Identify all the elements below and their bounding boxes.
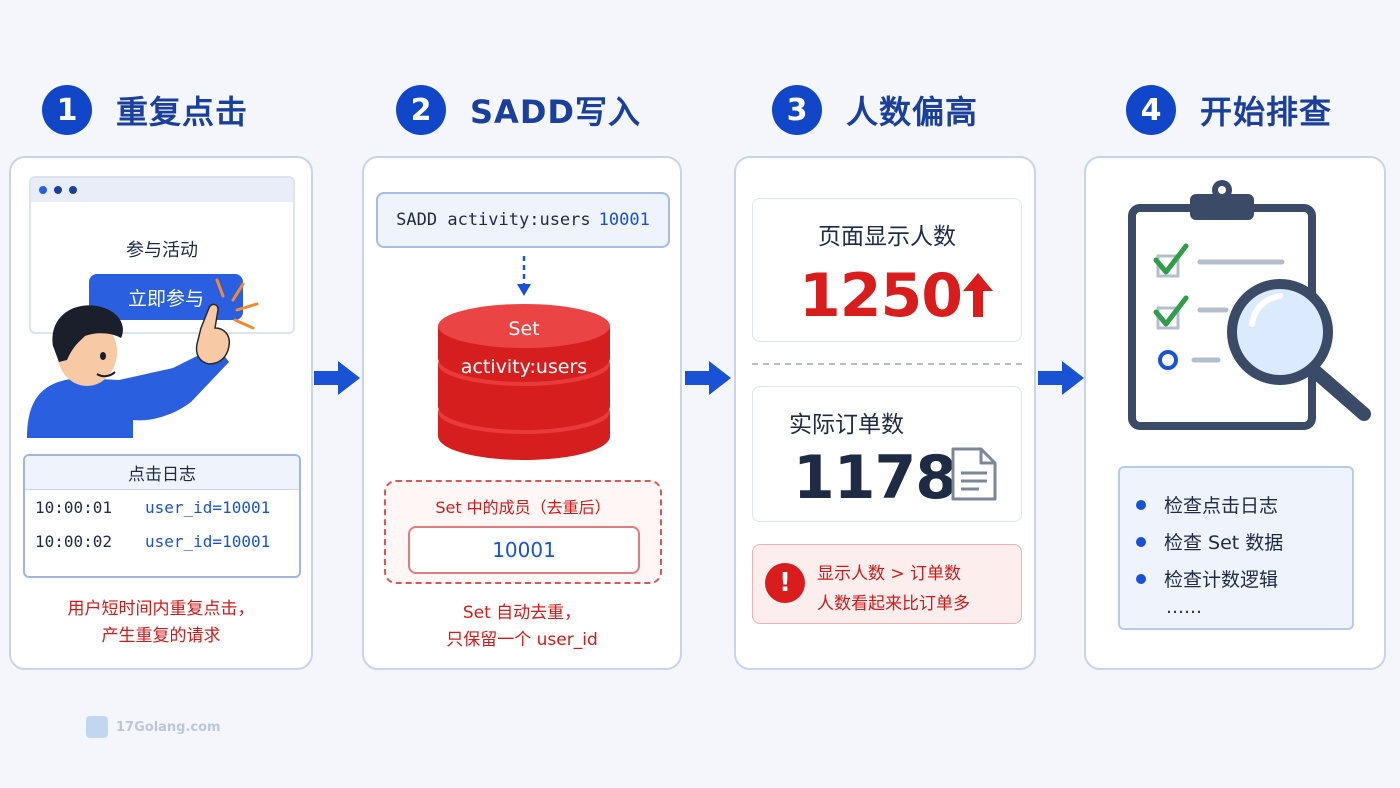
- set-member-value: 10001: [408, 526, 640, 574]
- set-members-panel: Set 中的成员（去重后） 10001: [384, 480, 662, 584]
- window-dot-icon: [54, 186, 62, 194]
- redis-set-database-icon: [438, 304, 610, 460]
- flow-arrow-icon: [685, 361, 731, 395]
- log-time: 10:00:02: [35, 531, 113, 551]
- checklist-item: 检查点击日志: [1136, 486, 1352, 523]
- window-dot-icon: [69, 186, 77, 194]
- step-number-badge: 3: [772, 85, 822, 135]
- command-text: SADD activity:users: [396, 210, 591, 230]
- checklist-item: 检查计数逻辑: [1136, 560, 1352, 597]
- note-line: 只保留一个 user_id: [446, 630, 598, 650]
- step-4-header: 4 开始排查: [1126, 82, 1332, 138]
- set-members-title: Set 中的成员（去重后）: [435, 498, 611, 517]
- browser-toolbar: [31, 178, 293, 202]
- step-title: 开始排查: [1200, 93, 1333, 131]
- click-log-title: 点击日志: [25, 456, 299, 490]
- click-log-panel: 点击日志 10:00:01 user_id=10001 10:00:02 use…: [23, 454, 301, 578]
- card-investigate: 检查点击日志 检查 Set 数据 检查计数逻辑 ……: [1084, 156, 1386, 670]
- checklist-item-label: 检查计数逻辑: [1164, 569, 1279, 591]
- dashed-arrow-down-icon: [517, 256, 531, 296]
- order-count-value: 1178: [793, 443, 957, 513]
- card2-note: Set 自动去重， 只保留一个 user_id: [364, 600, 680, 654]
- card-repeat-click: 参与活动 立即参与 点击日志 10:00:01 user_id=10001 10…: [9, 156, 313, 670]
- log-time: 10:00:01: [35, 497, 113, 517]
- card-count-too-high: 页面显示人数 1250 实际订单数 1178 ! 显示人数 > 订单数 人数看起…: [734, 156, 1036, 670]
- command-user-id: 10001: [598, 210, 650, 230]
- step-2-header: 2 SADD写入: [396, 82, 641, 138]
- bullet-icon: [1136, 573, 1146, 584]
- step-number-badge: 1: [42, 85, 92, 135]
- step-title: SADD写入: [470, 93, 641, 131]
- step-1-header: 1 重复点击: [42, 82, 248, 138]
- order-count-label: 实际订单数: [789, 412, 904, 438]
- order-count-panel: 实际订单数 1178: [752, 386, 1022, 522]
- site-logo-icon: [86, 716, 108, 738]
- step-title: 重复点击: [116, 93, 249, 131]
- set-type-label: Set: [508, 318, 540, 340]
- watermark-text: 17Golang.com: [116, 719, 221, 735]
- log-user-id: user_id=10001: [145, 497, 271, 517]
- arrow-up-icon: [963, 273, 993, 317]
- log-user-id: user_id=10001: [145, 531, 271, 551]
- investigation-checklist: 检查点击日志 检查 Set 数据 检查计数逻辑 ……: [1118, 466, 1354, 630]
- checklist-item: 检查 Set 数据: [1136, 523, 1352, 560]
- checklist-item-label: 检查点击日志: [1164, 495, 1279, 517]
- display-count-value: 1250: [799, 261, 963, 331]
- document-icon: [951, 447, 997, 501]
- checklist-more: ……: [1166, 597, 1202, 618]
- step-number-badge: 2: [396, 85, 446, 135]
- display-count-panel: 页面显示人数 1250: [752, 198, 1022, 342]
- step-number-badge: 4: [1126, 85, 1176, 135]
- log-row: 10:00:01 user_id=10001: [25, 490, 299, 524]
- sadd-command: SADD activity:users 10001: [376, 192, 670, 248]
- checklist-item-label: 检查 Set 数据: [1164, 532, 1284, 554]
- flow-arrow-icon: [1038, 361, 1084, 395]
- activity-title: 参与活动: [126, 240, 198, 261]
- flow-arrow-icon: [314, 361, 360, 395]
- note-line: 产生重复的请求: [101, 626, 221, 646]
- warning-line: 显示人数 > 订单数: [817, 564, 962, 584]
- clipboard-magnifier-icon: [1128, 180, 1371, 430]
- warning-line: 人数看起来比订单多: [817, 594, 970, 614]
- set-key-label: activity:users: [460, 356, 588, 378]
- card-sadd-write: SADD activity:users 10001 Set activity:u…: [362, 156, 682, 670]
- bullet-icon: [1136, 499, 1146, 510]
- user-clicking-icon: [27, 303, 231, 438]
- bullet-icon: [1136, 536, 1146, 547]
- dashed-divider: [752, 363, 1022, 365]
- note-line: Set 自动去重，: [462, 603, 582, 623]
- log-row: 10:00:02 user_id=10001: [25, 524, 299, 558]
- step-title: 人数偏高: [846, 93, 979, 131]
- warning-icon: !: [765, 563, 805, 603]
- watermark: 17Golang.com: [86, 716, 221, 738]
- window-dot-icon: [39, 186, 47, 194]
- card1-note: 用户短时间内重复点击， 产生重复的请求: [11, 596, 311, 650]
- click-sparks-icon: [215, 278, 259, 330]
- step-3-header: 3 人数偏高: [772, 82, 978, 138]
- browser-window: 参与活动 立即参与: [29, 176, 295, 334]
- note-line: 用户短时间内重复点击，: [67, 599, 255, 619]
- display-count-label: 页面显示人数: [818, 224, 956, 250]
- warning-panel: ! 显示人数 > 订单数 人数看起来比订单多: [752, 544, 1022, 624]
